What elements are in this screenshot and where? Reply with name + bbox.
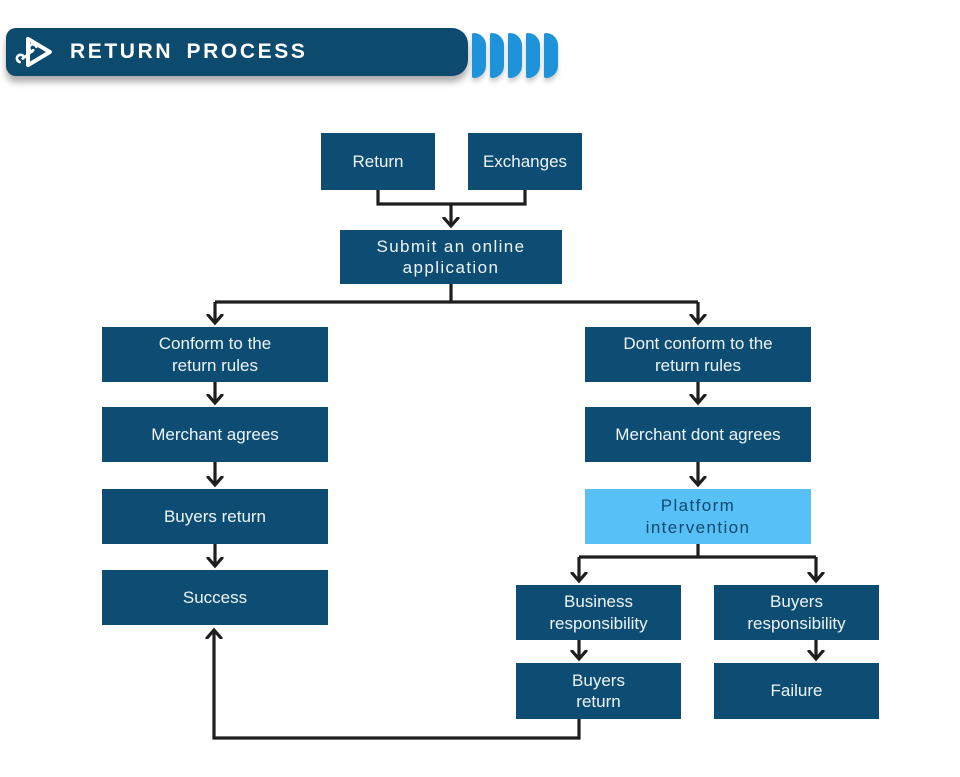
flow-node-conform-rules: Conform to the return rules: [102, 327, 328, 382]
flow-node-platform-intervention: Platform intervention: [585, 489, 811, 544]
flow-node-success: Success: [102, 570, 328, 625]
flow-node-submit-application: Submit an online application: [340, 230, 562, 284]
flow-node-merchant-dont-agrees: Merchant dont agrees: [585, 407, 811, 462]
accent-d-shape: [490, 33, 504, 78]
flow-node-buyers-return: Buyers return: [102, 489, 328, 544]
page-title: RETURN PROCESS: [70, 40, 308, 63]
flow-node-failure: Failure: [714, 663, 879, 719]
header-accent-shapes: [472, 33, 572, 79]
flow-node-buyers-responsibility: Buyers responsibility: [714, 585, 879, 640]
accent-d-shape: [508, 33, 522, 78]
flow-node-exchanges: Exchanges: [468, 133, 582, 190]
flow-node-buyers-return-2: Buyers return: [516, 663, 681, 719]
flow-node-merchant-agrees: Merchant agrees: [102, 407, 328, 462]
title-bar: RETURN PROCESS: [6, 28, 468, 76]
accent-d-shape: [544, 33, 558, 78]
connector-return-exchanges-join: [376, 190, 527, 206]
flow-node-return: Return: [321, 133, 435, 190]
accent-d-shape: [472, 33, 486, 78]
connector-platform-split: [579, 544, 816, 559]
accent-d-shape: [526, 33, 540, 78]
connector-submit-split: [215, 284, 698, 304]
wrench-play-logo-icon: [15, 36, 52, 68]
flow-node-dont-conform-rules: Dont conform to the return rules: [585, 327, 811, 382]
flow-node-business-responsibility: Business responsibility: [516, 585, 681, 640]
